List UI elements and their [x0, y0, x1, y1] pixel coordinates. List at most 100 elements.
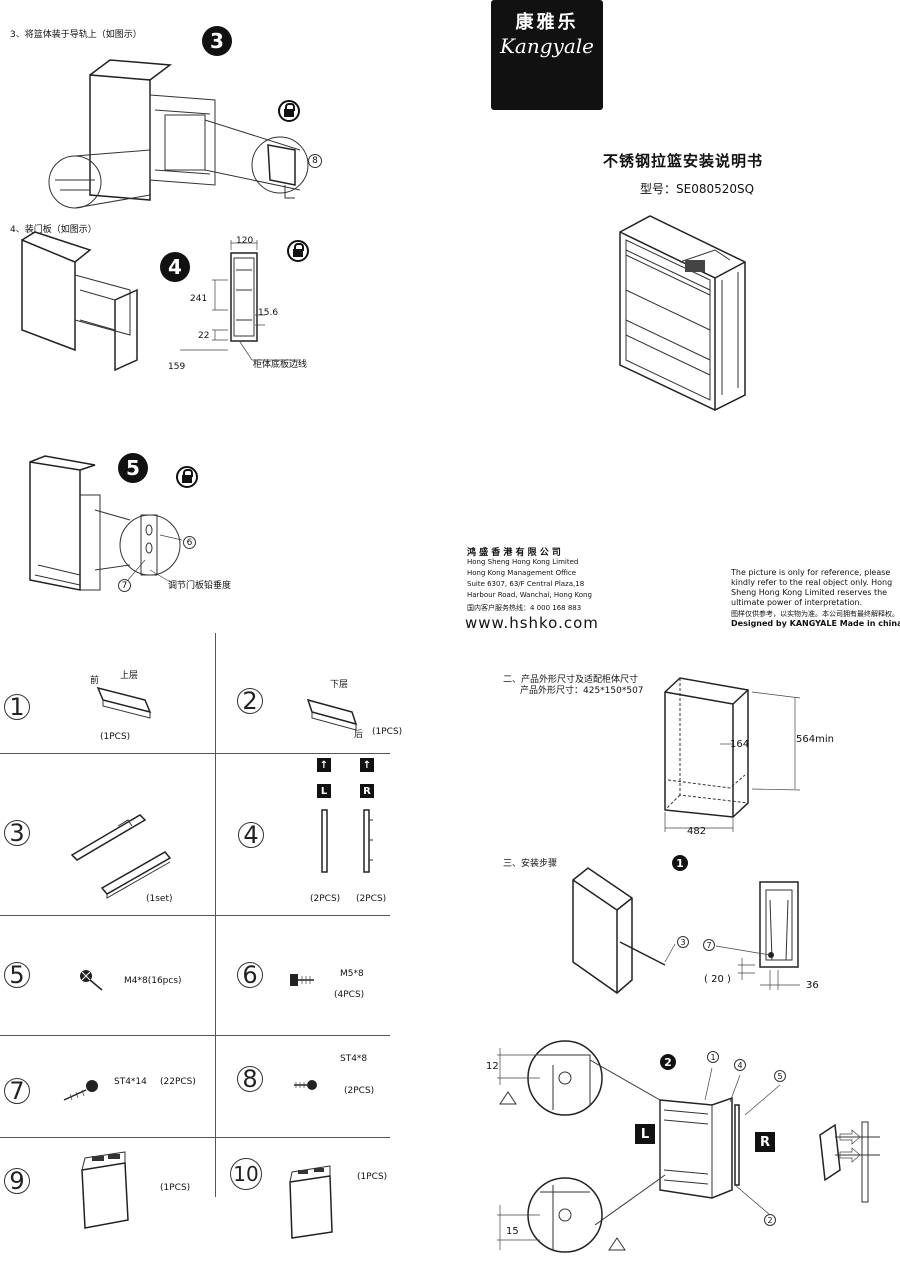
cabinet-size-diagram	[664, 677, 801, 832]
part-10-number: 10	[230, 1158, 262, 1190]
disclaimer-cn: 图样仅供参考，以实物为准。本公司拥有最终解释权。	[731, 610, 899, 618]
company-line4: Harbour Road, Wanchai, Hong Kong	[467, 591, 592, 599]
part-8-screw-icon	[294, 1080, 317, 1090]
size-heading: 二、产品外形尺寸及适配柜体尺寸	[503, 675, 639, 685]
part-3-slide-rail-icon	[70, 814, 172, 899]
part-8-number: 8	[237, 1065, 263, 1093]
part-2-lower-label: 下层	[330, 680, 349, 690]
dim-15: 15	[506, 1226, 519, 1237]
part-1-upper-label: 上层	[120, 671, 139, 681]
disclaimer-designed: Designed by KANGYALE Made in china	[731, 619, 900, 628]
install-step2-badge: 2	[660, 1054, 676, 1070]
company-line1: Hong Sheng Hong Kong Limited	[467, 558, 579, 566]
ref-5-marker: 5	[774, 1070, 786, 1082]
part-4-qty-left: (2PCS)	[310, 894, 341, 904]
disclaimer-line3: Sheng Hong Kong Limited reserves the	[731, 588, 888, 597]
part-4-number: 4	[238, 821, 264, 849]
company-website[interactable]: www.hshko.com	[465, 614, 599, 632]
model-number: 型号：SE080520SQ	[640, 182, 755, 196]
logo-chinese: 康雅乐	[515, 12, 579, 33]
dim-22: 22	[198, 331, 210, 341]
part-3-number: 3	[4, 819, 30, 847]
part-2-number: 2	[237, 687, 263, 715]
part-1-front-label: 前	[90, 676, 100, 686]
part-7-screw-icon	[63, 1080, 98, 1101]
company-line2: Hong Kong Management Office	[467, 569, 577, 577]
part-8-qty: (2PCS)	[344, 1086, 375, 1096]
size-product-dims: 产品外形尺寸：425*150*507	[520, 686, 644, 696]
part-6-spec: M5*8	[340, 969, 364, 979]
ref-4-marker: 4	[734, 1059, 746, 1071]
step4-badge: 4	[160, 252, 190, 282]
product-basket-illustration	[619, 215, 746, 411]
dim-36: 36	[806, 980, 819, 991]
lock-open-icon	[176, 466, 198, 488]
ref-7-marker: 7	[118, 579, 131, 592]
dim-20: ( 20 )	[704, 974, 731, 985]
part-4-qty-right: (2PCS)	[356, 894, 387, 904]
up-arrow-icon: ↑	[360, 758, 374, 772]
step5-label: 调节门板铅垂度	[168, 581, 232, 591]
brand-logo: 康雅乐 Kangyale	[491, 0, 603, 110]
part-2-qty: (1PCS)	[372, 727, 403, 737]
install-step1-diagram	[572, 867, 800, 994]
part-4-left-badge: L	[317, 784, 331, 798]
part-5-screw-icon	[80, 970, 103, 991]
install-heading: 三、安装步骤	[503, 859, 558, 869]
part-5-spec: M4*8(16pcs)	[124, 976, 182, 986]
disclaimer-line1: The picture is only for reference, pleas…	[731, 568, 891, 577]
part-10-qty: (1PCS)	[357, 1172, 388, 1182]
part-6-number: 6	[237, 961, 263, 989]
part-6-bolt-icon	[290, 974, 314, 986]
dim-159: 159	[168, 362, 186, 372]
step4-cabinet-illustration	[21, 231, 138, 372]
part-1-number: 1	[4, 693, 30, 721]
lock-closed-icon	[278, 100, 300, 122]
part-4-mount-rails-icon	[321, 809, 373, 873]
step2-right-badge: R	[755, 1132, 775, 1152]
edge-label: 柜体底板边线	[253, 360, 308, 370]
part-9-number: 9	[4, 1167, 30, 1195]
ref-3-marker: 3	[677, 936, 689, 948]
logo-english: Kangyale	[499, 34, 594, 58]
disclaimer-line4: ultimate power of interpretation.	[731, 598, 863, 607]
install-step1-badge: 1	[672, 855, 688, 871]
part-9-cap-icon	[81, 1151, 129, 1229]
step3-badge: 3	[202, 26, 232, 56]
disclaimer-line2: kindly refer to the real object only. Ho…	[731, 578, 893, 587]
dim-564min: 564min	[796, 734, 834, 745]
part-7-number: 7	[4, 1077, 30, 1105]
part-1-qty: (1PCS)	[100, 732, 131, 742]
step4-text: 4、装门板（如图示）	[10, 225, 97, 235]
part-7-spec: ST4*14	[114, 1077, 147, 1087]
part-9-qty: (1PCS)	[160, 1183, 191, 1193]
company-line3: Suite 6307, 63/F Central Plaza,18	[467, 580, 585, 588]
step2-left-badge: L	[635, 1124, 655, 1144]
part-8-spec: ST4*8	[340, 1054, 368, 1064]
dim-164: 164	[730, 739, 750, 750]
part-10-cap-icon	[289, 1165, 333, 1239]
lock-closed-icon	[287, 240, 309, 262]
step3-text: 3、将篮体装于导轨上（如图示）	[10, 30, 142, 40]
manual-title: 不锈钢拉篮安装说明书	[603, 152, 764, 170]
company-hotline: 国内客户服务热线：4 000 168 883	[467, 604, 582, 612]
dim-241: 241	[190, 294, 208, 304]
step5-illustration	[29, 455, 183, 591]
dim-120: 120	[236, 236, 254, 246]
part-5-number: 5	[4, 961, 30, 989]
ref-1-marker: 1	[707, 1051, 719, 1063]
step3-illustration	[48, 59, 309, 209]
step4-dimension-drawing	[180, 240, 300, 361]
ref-7-marker: 7	[703, 939, 715, 951]
ref-2-marker: 2	[764, 1214, 776, 1226]
part-1-upper-basket-icon	[96, 686, 152, 719]
part-2-lower-basket-icon	[306, 698, 358, 731]
step5-badge: 5	[118, 453, 148, 483]
ref-8-marker: 8	[308, 154, 322, 168]
dim-482: 482	[687, 826, 707, 837]
dim-15-6: 15.6	[258, 308, 279, 318]
up-arrow-icon: ↑	[317, 758, 331, 772]
part-3-qty: (1set)	[146, 894, 173, 904]
part-7-qty: (22PCS)	[160, 1077, 196, 1087]
